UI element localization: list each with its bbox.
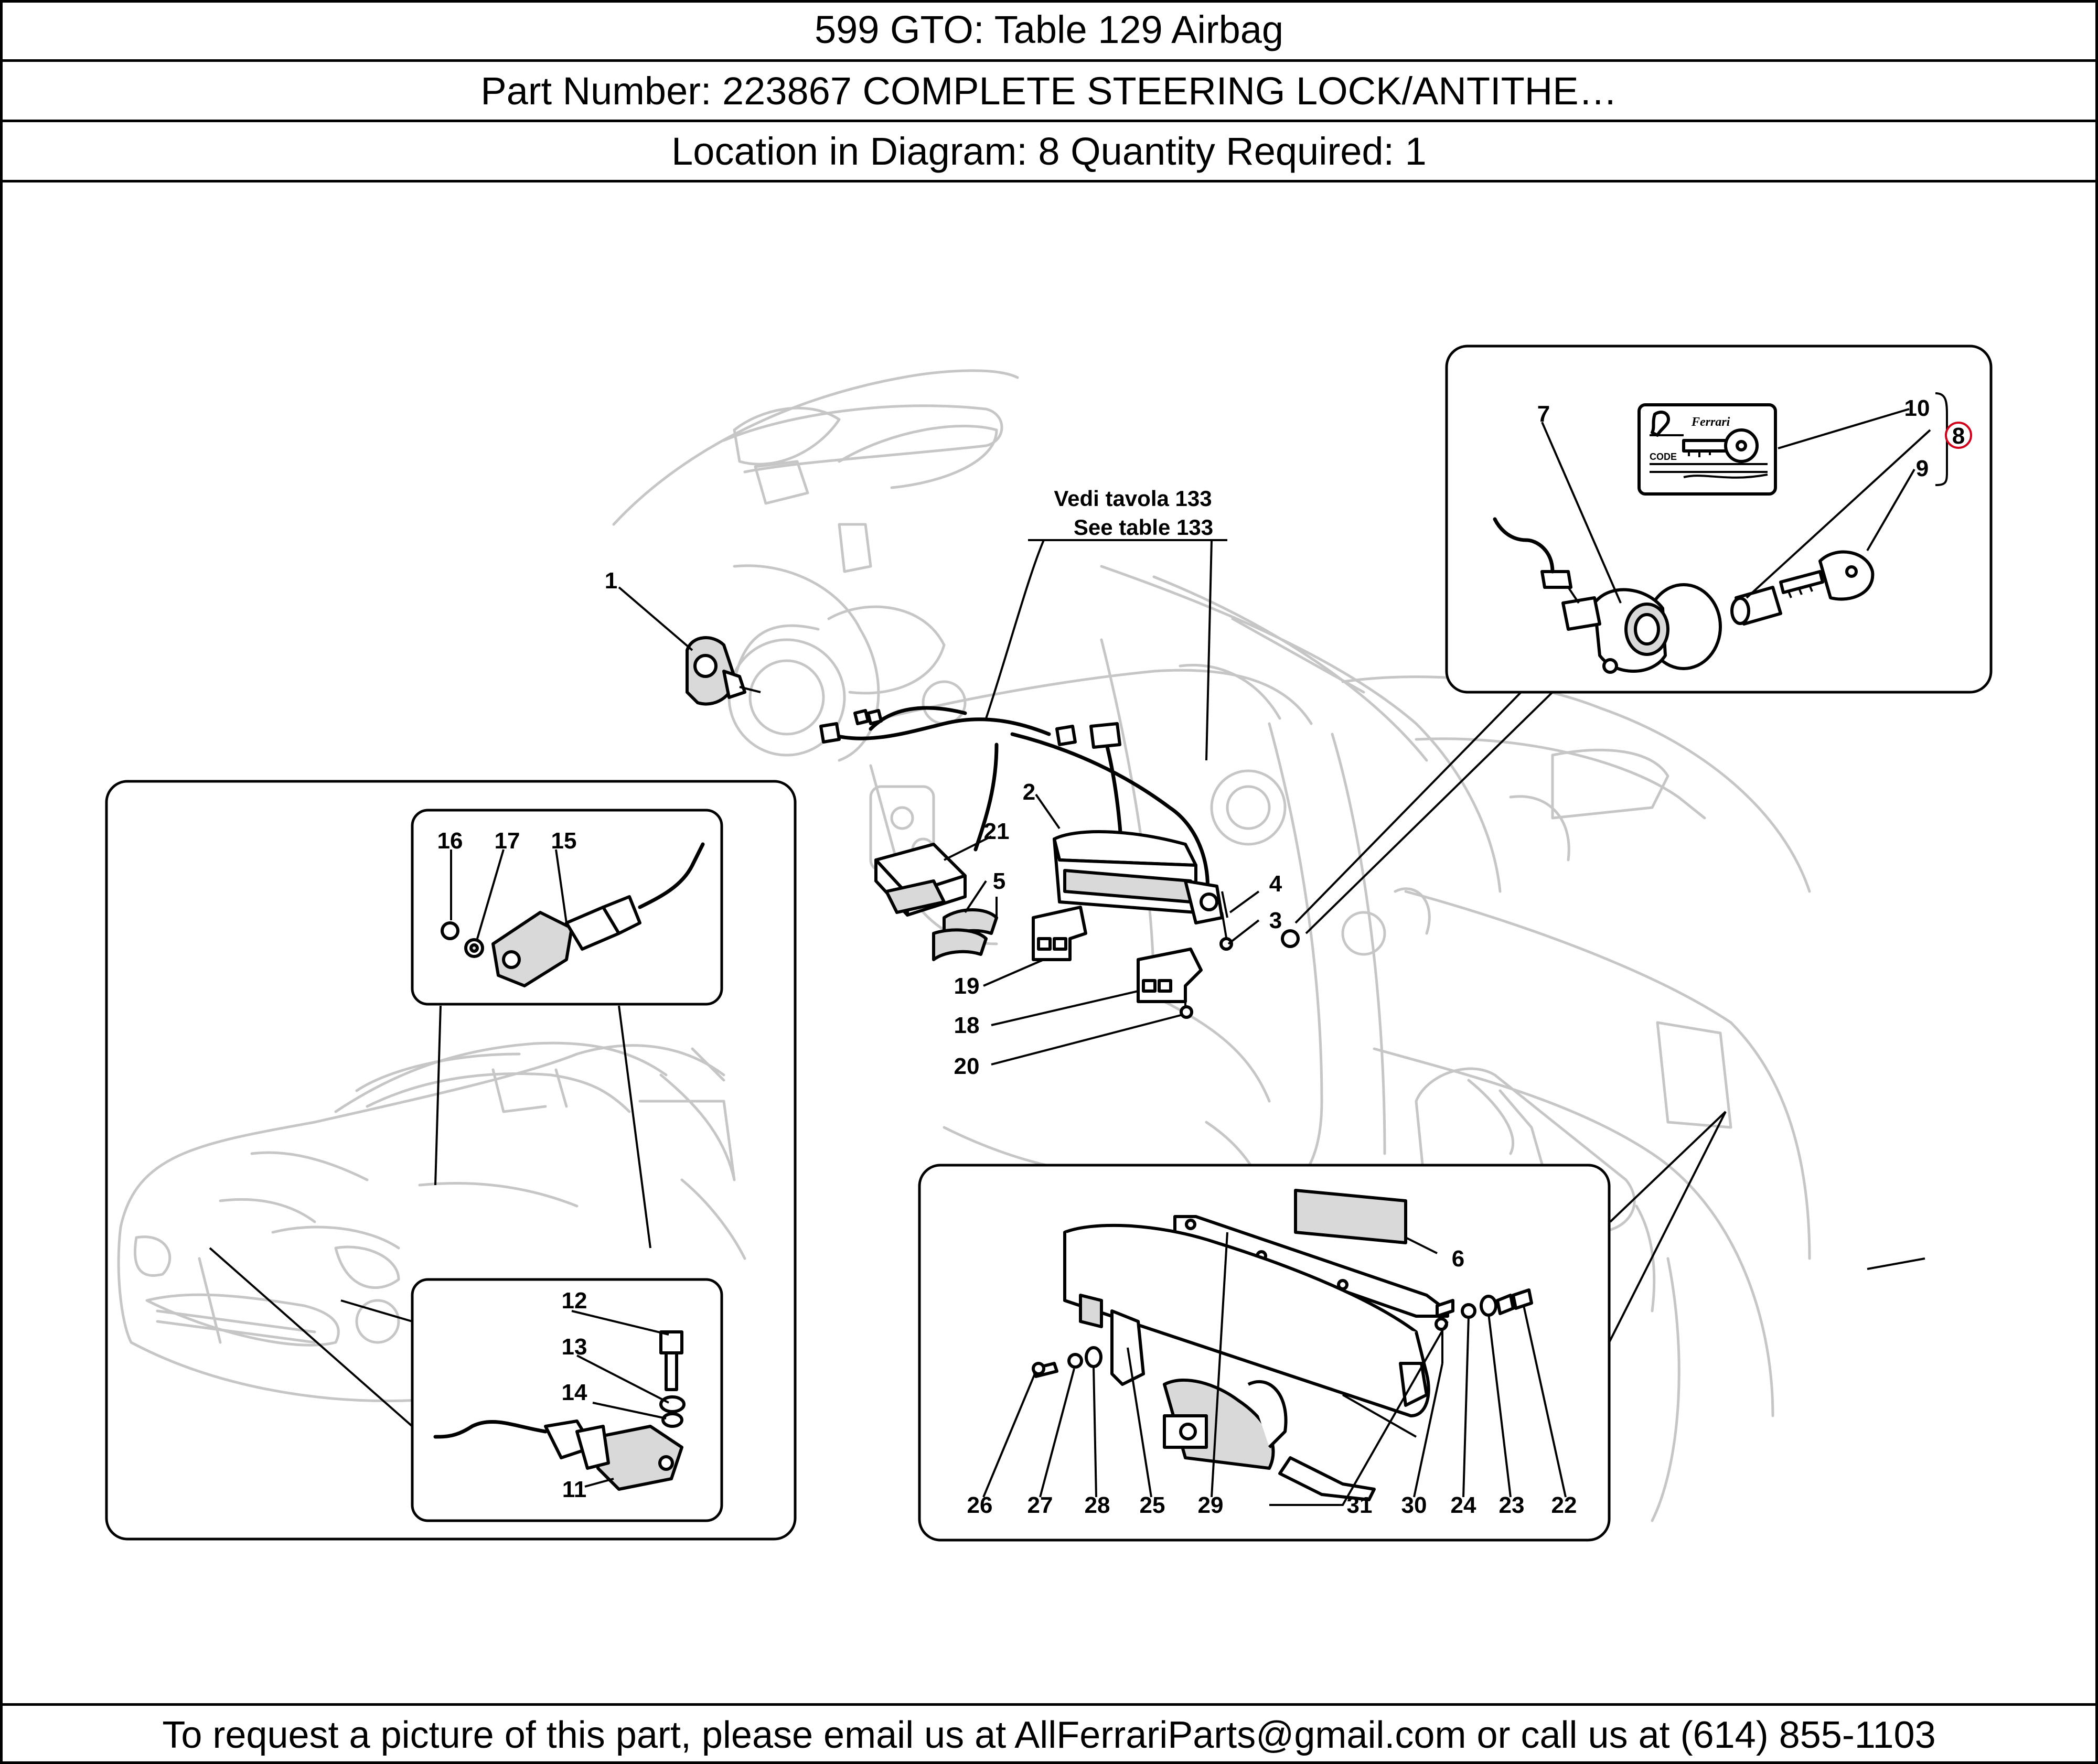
location-line: Location in Diagram: 8 Quantity Required…	[0, 122, 2098, 182]
callout-1: 1	[605, 568, 617, 594]
leader-lines	[450, 408, 1931, 1506]
callout-5: 5	[993, 868, 1005, 894]
callout-9: 9	[1916, 456, 1929, 481]
callout-25: 25	[1140, 1492, 1165, 1518]
callout-22: 22	[1551, 1492, 1577, 1518]
airbag-label	[1294, 1189, 1407, 1244]
upper-crash-sensor	[441, 842, 705, 987]
page-title: 599 GTO: Table 129 Airbag	[0, 0, 2098, 62]
airbag-control-unit	[874, 843, 967, 917]
callout-31: 31	[1347, 1492, 1373, 1518]
part-number-line: Part Number: 223867 COMPLETE STEERING LO…	[0, 62, 2098, 122]
callout-15: 15	[551, 828, 577, 854]
callout-11: 11	[562, 1477, 587, 1502]
callout-labels: 1 2 3 4 5 6 7 8 9 10 11 12 13 14 15 16 1…	[437, 395, 1965, 1518]
callout-13: 13	[562, 1334, 587, 1360]
ferrari-horse-icon	[1651, 411, 1670, 437]
callout-12: 12	[562, 1288, 587, 1314]
contact-footer: To request a picture of this part, pleas…	[0, 1703, 2098, 1764]
inset-airbag-detail	[918, 1111, 1727, 1542]
lower-crash-sensor	[433, 1330, 686, 1491]
callout-6: 6	[1452, 1246, 1464, 1272]
card-code-label: CODE	[1650, 451, 1677, 462]
steering-angle-sensor	[686, 636, 761, 706]
callout-19: 19	[954, 973, 980, 999]
right-fasteners	[1435, 1288, 1533, 1363]
reference-text-english: See table 133	[1074, 515, 1213, 540]
ignition-lock-cylinder	[1493, 517, 1722, 674]
callout-17: 17	[495, 828, 520, 854]
inset-car-sensors	[105, 780, 797, 1541]
card-brand-label: Ferrari	[1691, 415, 1730, 429]
callout-30: 30	[1401, 1492, 1427, 1518]
callout-24: 24	[1451, 1492, 1476, 1518]
callout-14: 14	[562, 1380, 587, 1405]
callout-27: 27	[1027, 1492, 1053, 1518]
reference-text-italian: Vedi tavola 133	[1054, 486, 1212, 511]
wiring-harness	[819, 706, 1209, 904]
callout-28: 28	[1085, 1492, 1110, 1518]
knee-bracket	[932, 897, 998, 961]
callout-16: 16	[437, 828, 463, 854]
interior-background	[612, 369, 1811, 1522]
callout-21: 21	[984, 819, 1010, 844]
callout-8: 8	[1952, 423, 1965, 449]
callout-23: 23	[1499, 1492, 1525, 1518]
callout-18: 18	[954, 1013, 980, 1038]
mounting-brackets	[1032, 906, 1203, 1019]
callout-4: 4	[1269, 871, 1282, 897]
callout-2: 2	[1023, 779, 1035, 805]
airbag-module-detail	[1063, 1223, 1430, 1501]
passenger-airbag-module	[1053, 830, 1233, 951]
callout-10: 10	[1904, 395, 1930, 421]
key-code-card: Ferrari CODE	[1637, 403, 1777, 496]
callout-3: 3	[1269, 908, 1282, 933]
callout-29: 29	[1198, 1492, 1224, 1518]
callout-8-highlight	[1945, 422, 1972, 449]
inset-steering-lock: Ferrari CODE	[1281, 345, 1993, 948]
callout-20: 20	[954, 1053, 980, 1079]
callout-26: 26	[967, 1492, 993, 1518]
callout-7: 7	[1537, 401, 1550, 427]
key-icon	[1682, 428, 1759, 463]
